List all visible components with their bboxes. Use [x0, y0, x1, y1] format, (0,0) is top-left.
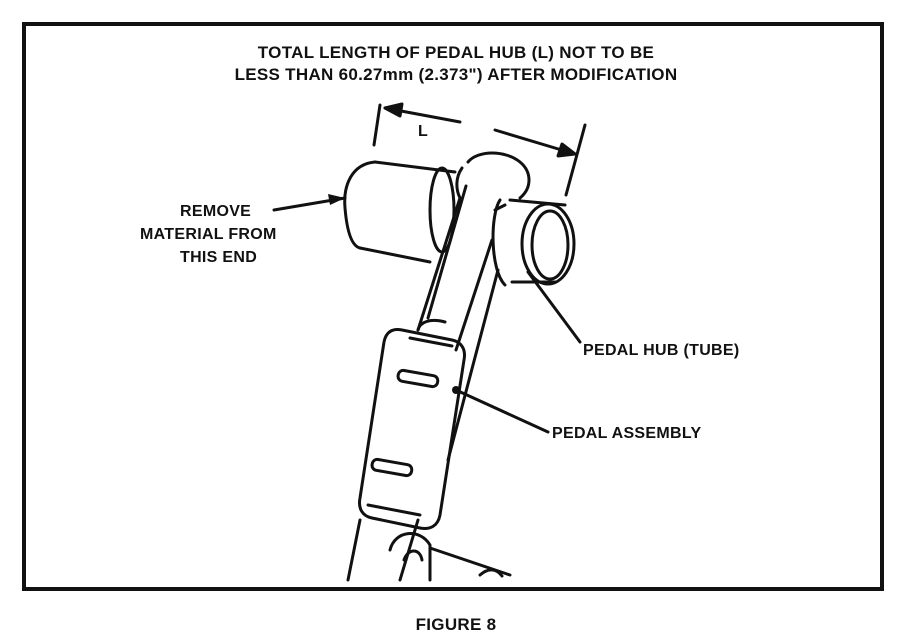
dimension-label-L: L	[418, 123, 429, 140]
title-line-2: LESS THAN 60.27mm (2.373") AFTER MODIFIC…	[234, 65, 678, 84]
leader-assembly	[454, 388, 550, 434]
remove-label-line-2: MATERIAL FROM	[140, 226, 277, 243]
lower-bracket	[388, 532, 512, 582]
hub-left-end	[343, 160, 457, 264]
dimension-extension-left	[372, 103, 382, 147]
figure-frame	[22, 22, 884, 591]
dimension-extension-right	[564, 123, 587, 197]
remove-label-line-3: THIS END	[180, 249, 258, 266]
remove-label-line-1: REMOVE	[180, 203, 252, 220]
title-line-1: TOTAL LENGTH OF PEDAL HUB (L) NOT TO BE	[257, 43, 655, 62]
pedal-assembly-label: PEDAL ASSEMBLY	[552, 425, 702, 442]
figure-caption: FIGURE 8	[415, 615, 497, 634]
pedal-hub-label: PEDAL HUB (TUBE)	[583, 342, 740, 359]
pedal-pad	[358, 328, 466, 530]
hub-tube	[491, 198, 576, 287]
dimension-L	[372, 102, 587, 197]
pedal-arm	[346, 151, 531, 582]
leader-hub	[526, 270, 582, 344]
